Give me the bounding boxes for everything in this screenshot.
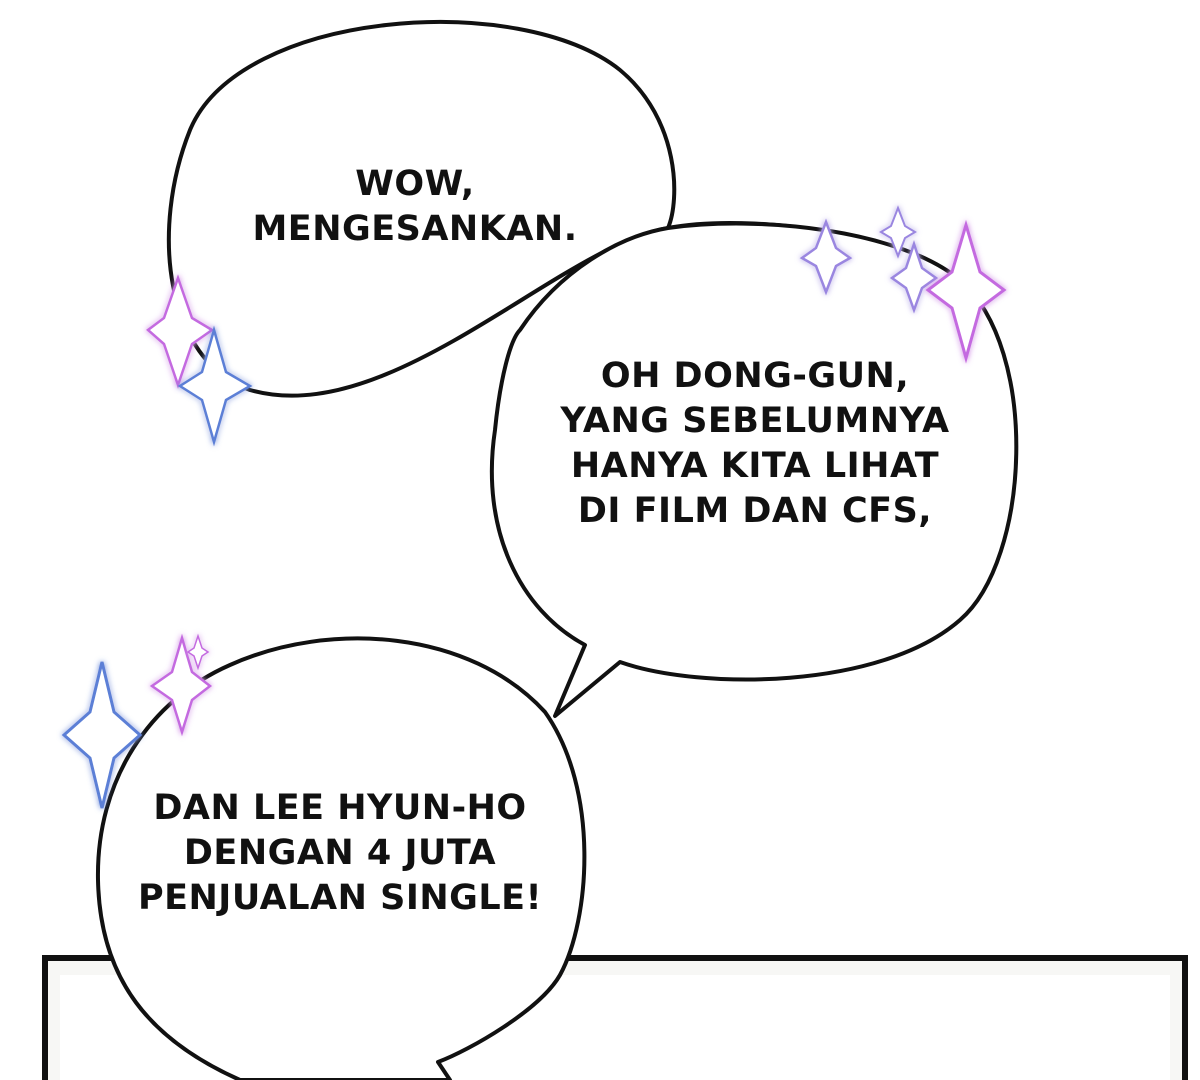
speech-line: OH DONG-GUN, — [600, 356, 910, 396]
sparkle-icon — [879, 205, 917, 259]
speech-line: MENGESANKAN. — [252, 209, 578, 249]
speech-line: DENGAN 4 JUTA — [183, 833, 497, 873]
sparkle-icon — [799, 218, 853, 296]
sparkle-icon — [146, 274, 215, 389]
speech-line: DI FILM DAN CFS, — [577, 491, 933, 531]
speech-bubble-3 — [95, 636, 587, 1080]
speech-line: DAN LEE HYUN-HO — [153, 788, 527, 828]
speech-text-2: OH DONG-GUN, YANG SEBELUMNYA HANYA KITA … — [530, 354, 980, 534]
sparkle-icon — [61, 661, 143, 809]
speech-text-3: DAN LEE HYUN-HO DENGAN 4 JUTA PENJUALAN … — [100, 786, 580, 921]
sparkle-icon — [889, 240, 939, 314]
speech-line: PENJUALAN SINGLE! — [137, 878, 543, 918]
sparkle-icon — [186, 633, 210, 671]
sparkle-icon — [177, 325, 253, 447]
speech-line: WOW, — [355, 164, 475, 204]
speech-text-1: WOW, MENGESANKAN. — [230, 162, 600, 252]
sparkle-icon — [925, 219, 1007, 364]
speech-line: HANYA KITA LIHAT — [570, 446, 940, 486]
speech-line: YANG SEBELUMNYA — [560, 401, 950, 441]
sparkle-icon — [149, 633, 213, 737]
